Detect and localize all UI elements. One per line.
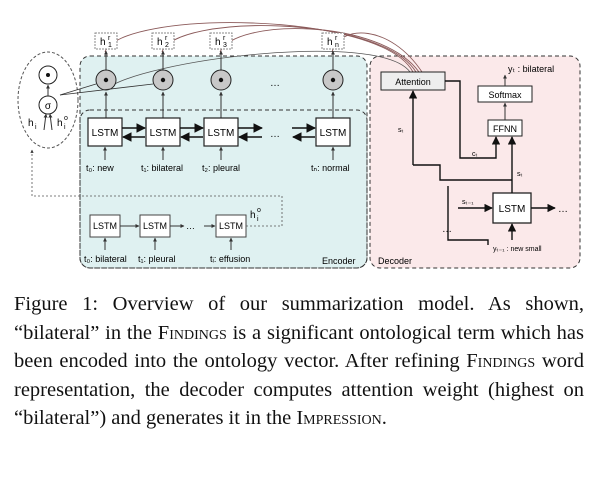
svg-text:sₜ: sₜ: [517, 171, 523, 178]
svg-text:LSTM: LSTM: [150, 128, 177, 139]
svg-text:i: i: [64, 124, 66, 131]
svg-text:r: r: [108, 35, 111, 42]
svg-text:h: h: [157, 37, 163, 48]
svg-text:Softmax: Softmax: [488, 90, 522, 100]
svg-text:r: r: [335, 35, 338, 42]
ontology-tokens: t₀: bilateral t₁: pleural tᵢ: effusion: [84, 254, 250, 264]
svg-text:sₜ: sₜ: [398, 127, 404, 134]
encoder-tokens: t₀: new t₁: bilateral t₂: pleural tₙ: no…: [86, 163, 350, 173]
svg-text:tₙ: normal: tₙ: normal: [311, 163, 350, 173]
svg-text:LSTM: LSTM: [499, 204, 526, 215]
svg-text:t₁: pleural: t₁: pleural: [138, 254, 176, 264]
svg-text:r: r: [223, 35, 226, 42]
svg-text:h: h: [250, 210, 256, 221]
svg-text:Attention: Attention: [395, 77, 431, 87]
decoder-label: Decoder: [378, 256, 412, 266]
encoder-label: Encoder: [322, 256, 356, 266]
svg-text:LSTM: LSTM: [143, 221, 167, 231]
svg-text:r: r: [165, 35, 168, 42]
svg-text:tᵢ: effusion: tᵢ: effusion: [210, 254, 250, 264]
ontology-lstm-cells: LSTM LSTM LSTM: [89, 214, 247, 238]
svg-text:…: …: [270, 78, 280, 89]
svg-text:t₀: new: t₀: new: [86, 163, 114, 173]
svg-text:2: 2: [165, 42, 169, 49]
svg-text:3: 3: [223, 42, 227, 49]
svg-text:t₀: bilateral: t₀: bilateral: [84, 254, 127, 264]
svg-text:σ: σ: [45, 101, 52, 112]
ontology-gate: [17, 51, 79, 149]
svg-text:t₂: pleural: t₂: pleural: [202, 163, 240, 173]
svg-text:sₜ₋₁: sₜ₋₁: [462, 199, 474, 206]
svg-text:LSTM: LSTM: [219, 221, 243, 231]
svg-text:LSTM: LSTM: [320, 128, 347, 139]
svg-text:h: h: [100, 37, 106, 48]
ontology-encoder-region: [79, 109, 368, 269]
svg-text:o: o: [257, 207, 261, 214]
svg-text:…: …: [186, 221, 195, 231]
svg-text:h: h: [327, 37, 333, 48]
svg-text:h: h: [28, 118, 34, 129]
svg-text:h: h: [215, 37, 221, 48]
decoder-dots-left: …: [442, 224, 452, 235]
svg-text:h: h: [57, 118, 63, 129]
svg-text:LSTM: LSTM: [92, 128, 119, 139]
svg-text:LSTM: LSTM: [208, 128, 235, 139]
svg-text:…: …: [270, 129, 280, 140]
svg-text:…: …: [558, 204, 568, 215]
output-vectors: h r 1 h r 2 h r 3 h r n: [94, 32, 345, 50]
decoder-output: yₜ : bilateral: [508, 64, 554, 74]
svg-text:FFNN: FFNN: [493, 124, 517, 134]
svg-text:t₁: bilateral: t₁: bilateral: [141, 163, 183, 173]
svg-text:i: i: [257, 216, 259, 223]
dot-product-nodes: [95, 69, 344, 91]
svg-text:1: 1: [108, 42, 112, 49]
encoder-lstm-cells: LSTM LSTM LSTM LSTM: [87, 117, 351, 147]
svg-text:LSTM: LSTM: [93, 221, 117, 231]
model-diagram: h r 1 h r 2 h r 3 h r n …: [17, 22, 581, 269]
svg-text:cₜ: cₜ: [472, 151, 478, 158]
decoder-input-token: yₜ₋₁ : new small: [493, 246, 542, 253]
svg-text:n: n: [335, 42, 339, 49]
figure-caption: Figure 1: Overview of our summarization …: [14, 293, 584, 430]
svg-text:i: i: [35, 124, 37, 131]
svg-text:o: o: [64, 115, 68, 122]
